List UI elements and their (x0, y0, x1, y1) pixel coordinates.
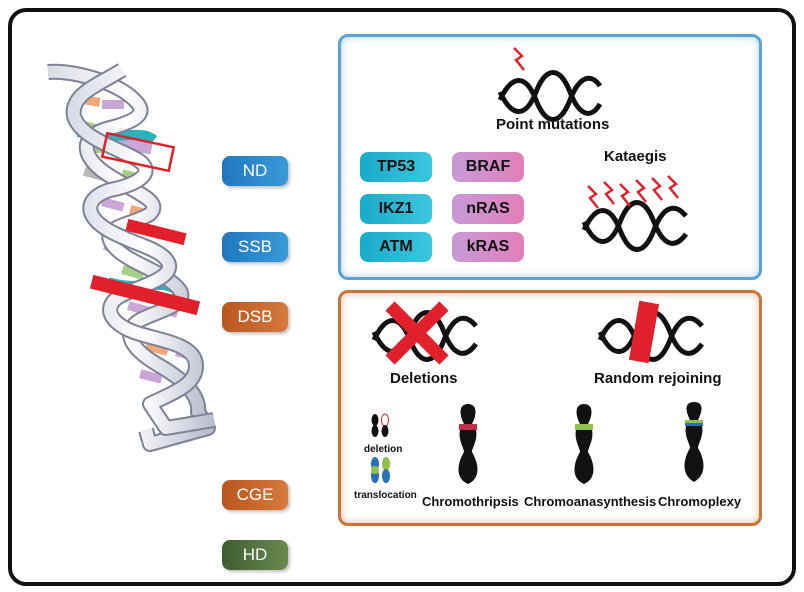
gene-tp53: TP53 (360, 152, 432, 182)
single-strand-break-bar (125, 218, 187, 246)
translocation-chromosome-icon (371, 457, 390, 483)
gene-nras: nRAS (452, 194, 524, 224)
label-nd: ND (222, 156, 288, 186)
random-rejoining-label: Random rejoining (594, 370, 722, 387)
translocation-small-label: translocation (354, 490, 417, 501)
chromoanasynthesis-chromosome-icon (574, 404, 594, 484)
chromoanasynthesis-label: Chromoanasynthesis (524, 494, 657, 509)
chromoplexy-label: Chromoplexy (658, 494, 742, 509)
gene-braf: BRAF (452, 152, 524, 182)
label-dsb: DSB (222, 302, 288, 332)
deletion-chromosome-icon (371, 413, 389, 437)
label-cge: CGE (222, 480, 288, 510)
deletions-label: Deletions (390, 370, 458, 387)
label-hd: HD (222, 540, 288, 570)
chromothripsis-chromosome-icon (458, 404, 478, 484)
gene-kras: kRAS (452, 232, 524, 262)
chromoplexy-chromosome-icon (684, 402, 704, 482)
deletion-cross-icon (385, 301, 449, 365)
label-ssb: SSB (222, 232, 288, 262)
point-mutations-label: Point mutations (496, 116, 610, 133)
kataegis-bolts-icon (587, 175, 679, 209)
deletion-small-label: deletion (364, 444, 403, 455)
mutation-bolt-icon (513, 47, 525, 71)
kataegis-label: Kataegis (604, 148, 667, 165)
rejoining-break-bar (628, 300, 660, 364)
nucleotide-damage-box (100, 131, 176, 173)
chromothripsis-label: Chromothripsis (422, 494, 519, 509)
gene-ikz1: IKZ1 (360, 194, 432, 224)
gene-atm: ATM (360, 232, 432, 262)
double-strand-break-bar (89, 274, 201, 316)
